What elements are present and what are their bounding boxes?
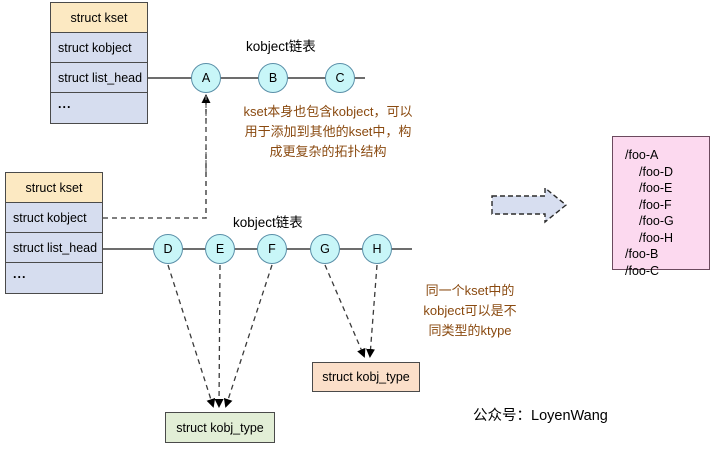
kobject-node-b[interactable]: B xyxy=(258,63,288,93)
sysfs-entry-foo-h: /foo-H xyxy=(639,230,674,245)
kobject-node-d[interactable]: D xyxy=(153,234,183,264)
kset-bottom-row-ellipsis: ... xyxy=(6,263,102,293)
kobject-node-f[interactable]: F xyxy=(257,234,287,264)
annotation-bottom-line-1: 同一个kset中的 xyxy=(425,283,515,298)
block-arrow-to-sysfs xyxy=(491,186,568,224)
kset-bottom-row-list-head: struct list_head xyxy=(6,233,102,263)
kset-bottom-header: struct kset xyxy=(6,173,102,203)
sysfs-entry-foo-e: /foo-E xyxy=(639,181,673,195)
annotation-top-line-3: 成更复杂的拓扑结构 xyxy=(269,144,387,159)
connector-node-h-to-ktype-peach xyxy=(366,264,378,358)
chain-caption-bottom: kobject链表 xyxy=(233,215,303,230)
kset-top-row-kobject: struct kobject xyxy=(51,33,147,63)
kobject-node-g[interactable]: G xyxy=(310,234,340,264)
kobj-type-box-peach: struct kobj_type xyxy=(312,362,420,392)
sysfs-hierarchy-panel: /foo-A /foo-D /foo-E /foo-F /foo-G /foo-… xyxy=(612,136,710,278)
annotation-kset-contains-kobject: kset本身也包含kobject，可以 用于添加到其他的kset中，构 成更复杂… xyxy=(218,102,438,162)
connector-node-d-to-ktype-green xyxy=(167,264,216,408)
kset-box-top: struct kset struct kobject struct list_h… xyxy=(50,2,148,124)
annotation-bottom-line-3: 同类型的ktype xyxy=(428,323,512,338)
kset-top-row-ellipsis: ... xyxy=(51,93,147,123)
sysfs-entry-foo-b: /foo-B xyxy=(625,247,659,261)
connector-node-e-to-ktype-green xyxy=(214,264,224,408)
kset-box-bottom: struct kset struct kobject struct list_h… xyxy=(5,172,103,294)
kset-top-row-list-head: struct list_head xyxy=(51,63,147,93)
sysfs-entry-foo-d: /foo-D xyxy=(639,164,674,179)
kobject-node-c[interactable]: C xyxy=(325,63,355,93)
watermark-author: 公众号：LoyenWang xyxy=(473,408,608,424)
sysfs-entry-foo-g: /foo-G xyxy=(639,214,674,228)
connector-node-f-to-ktype-green xyxy=(223,264,273,408)
kset-top-header: struct kset xyxy=(51,3,147,33)
sysfs-entry-foo-f: /foo-F xyxy=(639,197,672,212)
annotation-kset-mixed-ktype: 同一个kset中的 kobject可以是不 同类型的ktype xyxy=(395,281,545,341)
kobject-node-e[interactable]: E xyxy=(205,234,235,264)
kobject-node-h[interactable]: H xyxy=(362,234,392,264)
sysfs-entry-foo-a: /foo-A xyxy=(625,148,659,162)
kobj-type-box-green: struct kobj_type xyxy=(165,412,275,443)
connector-node-g-to-ktype-peach xyxy=(324,264,366,358)
chain-caption-top: kobject链表 xyxy=(246,39,316,54)
kobject-node-a[interactable]: A xyxy=(191,63,221,93)
annotation-top-line-2: 用于添加到其他的kset中，构 xyxy=(244,124,412,139)
kset-bottom-row-kobject: struct kobject xyxy=(6,203,102,233)
annotation-bottom-line-2: kobject可以是不 xyxy=(423,303,517,318)
sysfs-entry-foo-c: /foo-C xyxy=(625,263,660,278)
annotation-top-line-1: kset本身也包含kobject，可以 xyxy=(243,104,413,119)
